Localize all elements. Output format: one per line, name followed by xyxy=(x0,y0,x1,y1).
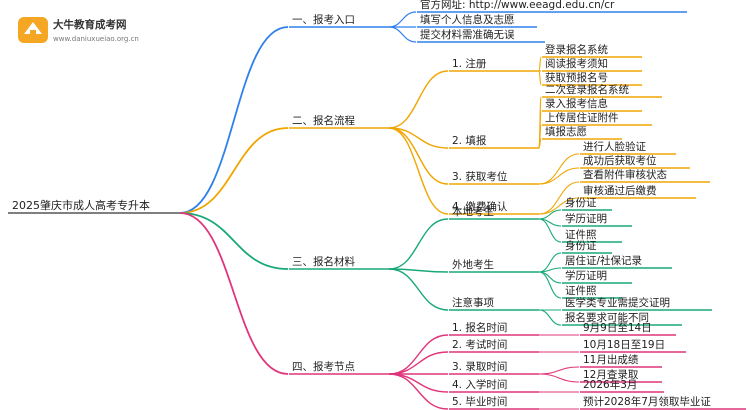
branch-2-node: 二、报名流程 xyxy=(292,114,355,127)
sub-leaf-connector xyxy=(538,218,562,243)
sub-leaf-connector xyxy=(538,167,580,185)
leaf-node: 官方网址: http://www.eeagd.edu.cn/cr xyxy=(420,0,615,11)
leaf-node: 10月18日至19日 xyxy=(583,339,665,351)
sub-leaf-connector xyxy=(538,56,542,72)
branch-1-connector xyxy=(179,26,289,214)
sub-node: 1. 报名时间 xyxy=(452,321,507,334)
branch-3-connector xyxy=(179,212,289,270)
branch-3-sub-connector xyxy=(388,218,449,270)
branch-1-leaf-connector xyxy=(388,11,417,28)
leaf-node: 居住证/社保记录 xyxy=(565,254,642,267)
leaf-node: 学历证明 xyxy=(565,269,607,282)
sub-node: 本地考生 xyxy=(452,205,494,218)
branch-3-sub-connector xyxy=(388,268,449,311)
leaf-node: 证件照 xyxy=(565,285,597,297)
sub-leaf-connector xyxy=(538,138,542,149)
leaf-node: 录入报考信息 xyxy=(545,97,608,110)
sub-node: 3. 录取时间 xyxy=(452,360,507,373)
sub-leaf-connector xyxy=(538,271,562,284)
sub-node: 3. 获取考位 xyxy=(452,170,508,183)
sub-leaf-connector xyxy=(538,252,562,273)
sub-leaf-connector xyxy=(538,366,580,375)
leaf-node: 填写个人信息及志愿 xyxy=(420,13,515,26)
sub-node: 2. 填报 xyxy=(452,134,487,147)
leaf-node: 获取预报名号 xyxy=(545,71,608,84)
sub-leaf-connector xyxy=(538,70,542,86)
sub-node: 外地考生 xyxy=(452,258,494,271)
branch-4-sub-connector xyxy=(388,373,449,393)
leaf-node: 上传居住证附件 xyxy=(545,111,619,124)
branch-1-node: 一、报考入口 xyxy=(292,13,355,26)
leaf-node: 报名要求可能不同 xyxy=(565,311,649,324)
leaf-node: 二次登录报名系统 xyxy=(545,83,629,96)
leaf-node: 11月出成绩 xyxy=(583,353,639,366)
branch-2-sub-connector xyxy=(388,127,449,149)
leaf-node: 9月9日至14日 xyxy=(583,322,652,334)
sub-node: 4. 入学时间 xyxy=(452,378,507,391)
sub-leaf-connector xyxy=(538,373,580,383)
leaf-node: 填报志愿 xyxy=(545,125,587,138)
leaf-node: 阅读报考须知 xyxy=(545,57,608,70)
branch-4-node: 四、报考节点 xyxy=(292,360,355,373)
sub-leaf-connector xyxy=(538,197,580,215)
leaf-node: 证件照 xyxy=(565,229,597,241)
sub-node: 2. 考试时间 xyxy=(452,338,507,351)
logo-title: 大牛教育成考网 xyxy=(53,18,127,31)
logo: 大牛教育成考网 www.daniuxueiao.org.cn xyxy=(18,17,139,43)
branch-2-sub-connector xyxy=(388,127,449,185)
sub-node: 1. 注册 xyxy=(452,57,487,70)
logo-url: www.daniuxueiao.org.cn xyxy=(53,35,139,43)
leaf-node: 进行人脸验证 xyxy=(583,140,646,153)
sub-node: 5. 毕业时间 xyxy=(452,395,507,408)
leaf-node: 提交材料需准确无误 xyxy=(420,28,515,41)
leaf-node: 查看附件审核状态 xyxy=(583,168,667,181)
leaf-node: 审核通过后缴费 xyxy=(583,184,657,197)
branch-2-connector xyxy=(179,127,289,214)
branch-2-sub-connector xyxy=(388,70,449,129)
leaf-node: 身份证 xyxy=(565,196,597,209)
leaf-node: 12月查录取 xyxy=(583,368,639,381)
sub-leaf-connector xyxy=(538,309,562,326)
leaf-node: 学历证明 xyxy=(565,212,607,225)
branch-3-node: 三、报名材料 xyxy=(292,255,355,268)
node-layer: 2025肇庆市成人高考专升本 一、报考入口 官方网址: http://www.eea… xyxy=(8,0,746,410)
logo-icon xyxy=(18,17,48,43)
branch-4-connector xyxy=(179,212,289,375)
leaf-node: 2026年3月 xyxy=(583,378,637,391)
branch-1-leaf-connector xyxy=(388,26,417,43)
sub-node: 4. 缴费确认 xyxy=(452,200,508,213)
sub-leaf-connector xyxy=(538,267,562,273)
leaf-node: 成功后获取考位 xyxy=(583,154,657,167)
sub-node: 注意事项 xyxy=(452,296,494,309)
branch-4-sub-connector xyxy=(388,334,449,375)
leaf-node: 身份证 xyxy=(565,239,597,252)
sub-leaf-connector xyxy=(538,271,562,299)
leaf-node: 医学类专业需提交证明 xyxy=(565,296,670,309)
branch-2-sub-connector xyxy=(388,127,449,215)
leaf-node: 预计2028年7月领取毕业证 xyxy=(583,395,711,408)
branch-4-sub-connector xyxy=(388,373,449,410)
connector-layer xyxy=(179,11,580,410)
root-node: 2025肇庆市成人高考专升本 xyxy=(12,198,150,212)
leaf-node: 登录报名系统 xyxy=(545,43,608,56)
